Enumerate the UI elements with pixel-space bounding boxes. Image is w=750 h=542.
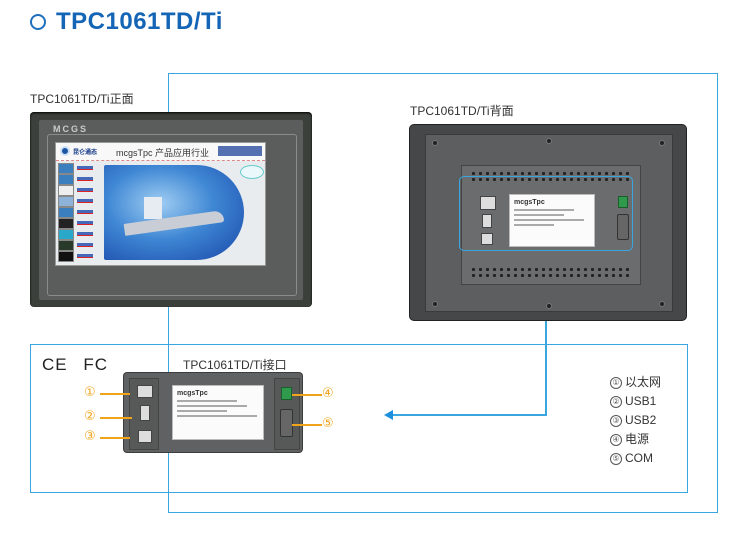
interface-left-bay: [129, 378, 159, 450]
bezel-decor-line: [47, 134, 297, 296]
vent-bottom: [472, 268, 632, 277]
screw-icon: [432, 140, 438, 146]
power-terminal-icon: [618, 196, 628, 208]
power-terminal-icon: [281, 387, 292, 400]
screen-sidebar: [58, 162, 98, 263]
screw-icon: [432, 301, 438, 307]
screen-badge: [240, 165, 264, 179]
callout-2-leader: [100, 417, 132, 419]
callout-1: ①: [84, 385, 96, 400]
screen-header: 昆仑通态 mcgsTpc 产品应用行业: [56, 143, 265, 161]
screw-icon: [659, 140, 665, 146]
sidebar-item: [58, 239, 98, 251]
front-view-caption: TPC1061TD/Ti正面: [30, 92, 134, 106]
screw-icon: [546, 138, 552, 144]
sidebar-item: [58, 250, 98, 262]
callout-3-leader: [100, 437, 130, 439]
aircraft-carrier-image: [104, 165, 244, 260]
callout-2: ②: [84, 409, 96, 424]
rear-product-label: mcgsTpc: [509, 194, 595, 247]
kunlun-logo-icon: [60, 146, 70, 156]
bezel-brand: MCGS: [53, 124, 88, 134]
usb-b-port-icon: [138, 430, 152, 443]
ethernet-port-icon: [480, 196, 496, 210]
com-port-icon: [617, 214, 629, 240]
screen-status-bar: [218, 146, 262, 156]
ce-mark-icon: CE: [42, 355, 68, 374]
usb-a-port-icon: [482, 214, 492, 228]
rear-view-caption: TPC1061TD/Ti背面: [410, 104, 514, 118]
screen-brand: 昆仑通态: [73, 150, 98, 156]
interface-view-caption: TPC1061TD/Ti接口: [183, 358, 287, 372]
sidebar-item: [58, 162, 98, 174]
sidebar-item: [58, 195, 98, 207]
sidebar-item: [58, 228, 98, 240]
interface-callout-frame: [30, 344, 688, 493]
arrow-horizontal-line: [392, 414, 547, 416]
callout-4-leader: [292, 394, 322, 396]
page-title-text: TPC1061TD/Ti: [56, 8, 223, 35]
front-panel-image: MCGS 昆仑通态 mcgsTpc 产品应用行业: [30, 112, 312, 307]
arrow-left-icon: [384, 410, 393, 420]
screen-app-title: mcgsTpc 产品应用行业: [116, 148, 210, 158]
page-title: TPC1061TD/Ti: [30, 8, 223, 36]
certification-marks: CE FC: [42, 355, 108, 375]
circle-bullet-icon: [30, 14, 46, 30]
interface-product-label: mcgsTpc: [172, 385, 264, 440]
screw-icon: [659, 301, 665, 307]
interface-panel-image: mcgsTpc: [124, 373, 302, 452]
com-port-icon: [280, 409, 293, 437]
vent-top: [472, 172, 632, 181]
ethernet-port-icon: [137, 385, 153, 398]
rear-bay: mcgsTpc: [461, 165, 641, 285]
rear-port-highlight: [459, 176, 633, 251]
interface-right-bay: [274, 378, 300, 450]
callout-4: ④: [322, 386, 334, 401]
sidebar-item: [58, 206, 98, 218]
fcc-mark-icon: FC: [83, 355, 109, 374]
interface-label-brand: mcgsTpc: [177, 390, 208, 397]
callout-5-leader: [292, 424, 322, 426]
rear-plate: mcgsTpc: [425, 134, 673, 312]
sidebar-item: [58, 217, 98, 229]
front-bezel: MCGS 昆仑通态 mcgsTpc 产品应用行业: [39, 120, 303, 300]
arrow-vertical-line: [545, 255, 547, 415]
rear-panel-image: mcgsTpc: [410, 125, 686, 320]
screw-icon: [546, 303, 552, 309]
callout-1-leader: [100, 393, 130, 395]
callout-3: ③: [84, 429, 96, 444]
hmi-screen: 昆仑通态 mcgsTpc 产品应用行业: [55, 142, 266, 266]
rear-label-brand: mcgsTpc: [514, 199, 545, 206]
usb-a-port-icon: [140, 405, 150, 421]
usb-b-port-icon: [481, 233, 493, 245]
sidebar-item: [58, 184, 98, 196]
callout-5: ⑤: [322, 416, 334, 431]
sidebar-item: [58, 173, 98, 185]
